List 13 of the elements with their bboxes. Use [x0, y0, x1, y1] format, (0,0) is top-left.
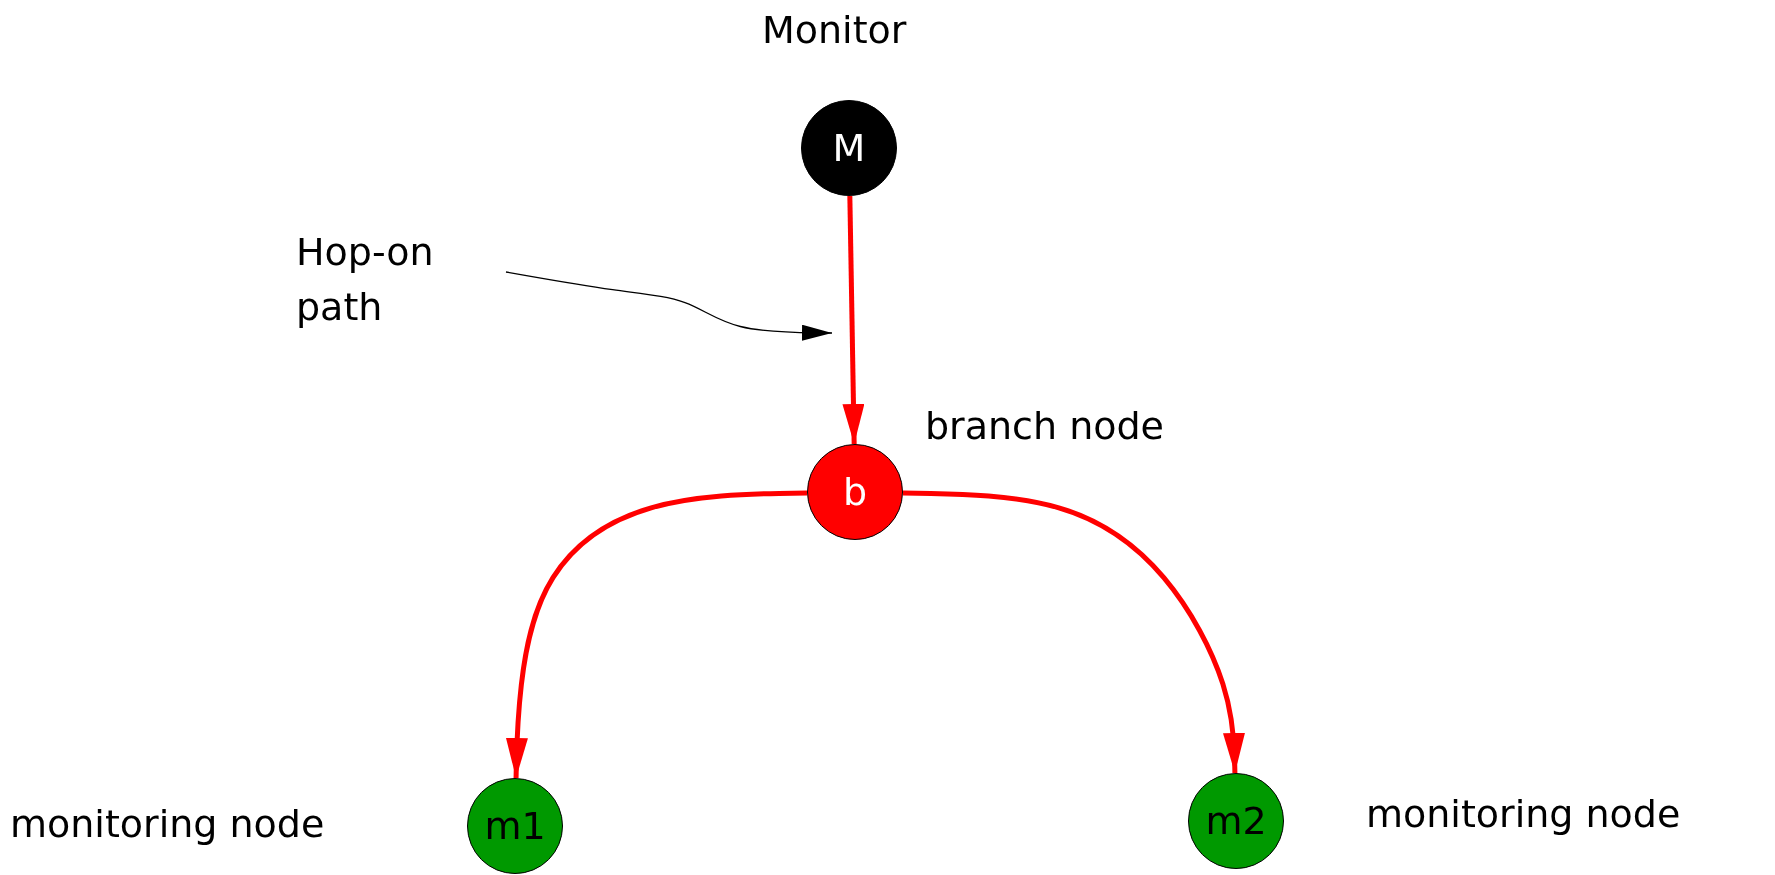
callout-text: Hop-on path — [296, 228, 435, 331]
node-label: m2 — [1205, 802, 1267, 840]
arrow — [842, 195, 865, 445]
leader-arrow — [505, 271, 833, 341]
node-caption: monitoring node — [10, 802, 325, 846]
node-label: M — [832, 129, 866, 167]
node-label: b — [842, 473, 868, 511]
arrow — [902, 490, 1245, 774]
node-caption: monitoring node — [1366, 792, 1681, 836]
node-caption: branch node — [925, 404, 1164, 448]
node-caption: Monitor — [762, 8, 907, 52]
arrow — [505, 490, 808, 779]
node-label: m1 — [484, 807, 546, 845]
